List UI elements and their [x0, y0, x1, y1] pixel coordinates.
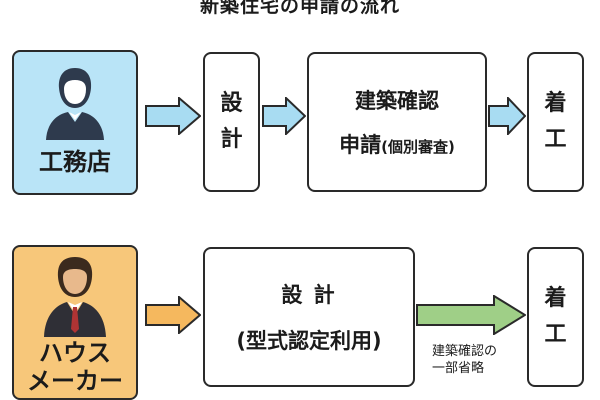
businessman-icon	[44, 257, 106, 337]
arrow-design-to-start-row2	[416, 295, 526, 335]
design-box-row1: 設 計	[203, 52, 260, 192]
design-char-1: 設	[220, 91, 243, 116]
review-subtitle: 申請(個別審査)	[339, 129, 455, 159]
design-box-row2: 設 計 (型式認定利用)	[203, 247, 415, 387]
builder-label: 工務店	[39, 148, 111, 176]
start-box-row1: 着 工	[527, 52, 584, 192]
housemaker-label-line1: ハウス	[39, 339, 111, 367]
arrow-design-to-review	[262, 97, 306, 135]
start-box-row2: 着 工	[527, 247, 584, 387]
start-char-2: 工	[544, 127, 567, 152]
arrow-builder-to-design	[145, 97, 201, 135]
arrow-housemaker-to-design	[145, 296, 201, 334]
review-apply-text: 申請	[339, 133, 382, 157]
builder-box: 工務店	[12, 50, 138, 195]
review-individual-text: (個別審査)	[381, 138, 455, 156]
person-silhouette-icon	[46, 68, 104, 140]
partial-omission-note: 建築確認の 一部省略	[432, 343, 497, 377]
design-title-row2: 設 計	[281, 283, 337, 307]
note-line2: 一部省略	[432, 361, 485, 376]
review-title: 建築確認	[355, 89, 439, 113]
design-char-2: 計	[220, 127, 243, 152]
housemaker-label-line2: メーカー	[27, 367, 123, 395]
diagram-title: 新築住宅の申請の流れ	[199, 0, 400, 17]
type-certification-text: (型式認定利用)	[236, 329, 382, 353]
note-line1: 建築確認の	[432, 344, 498, 359]
start-char-2-row2: 工	[544, 322, 567, 347]
start-char-1: 着	[544, 91, 567, 116]
arrow-review-to-start	[488, 97, 526, 135]
start-char-1-row2: 着	[544, 286, 567, 311]
review-box: 建築確認 申請(個別審査)	[307, 52, 487, 192]
housemaker-box: ハウス メーカー	[12, 245, 138, 400]
